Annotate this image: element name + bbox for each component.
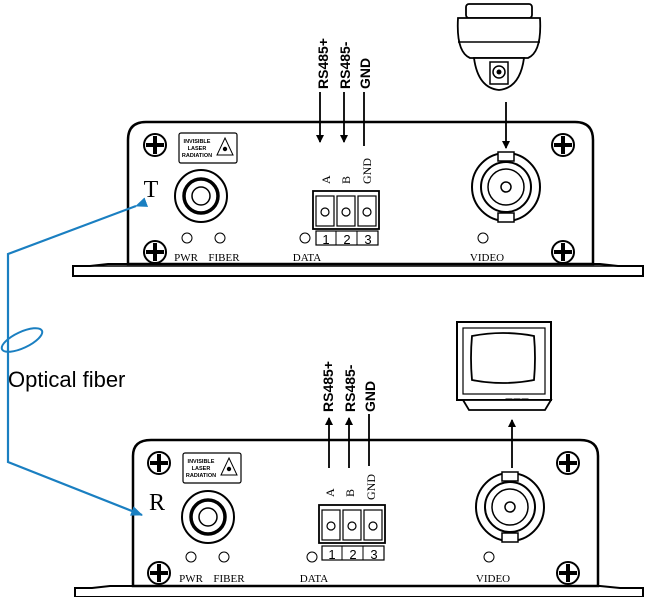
video-label: VIDEO <box>476 573 510 585</box>
transmitter-side-letter: T <box>144 177 159 203</box>
receiver-unit: INVISIBLE LASER RADIATION R PWR FIBER DA… <box>74 438 644 597</box>
warning-text: LASER <box>188 146 207 152</box>
fiber-label: FIBER <box>208 252 240 264</box>
video-label: VIDEO <box>470 252 504 264</box>
pwr-label: PWR <box>174 252 199 264</box>
terminal-number: 1 <box>322 232 329 247</box>
signal-label: GND <box>362 381 378 412</box>
terminal-number: 2 <box>343 232 350 247</box>
terminal-letter: GND <box>364 474 378 500</box>
terminal-letter: A <box>323 488 337 497</box>
terminal-number: 3 <box>364 232 371 247</box>
data-label: DATA <box>300 573 329 585</box>
warning-text: RADIATION <box>186 473 216 479</box>
optical-fiber-cable <box>0 197 149 517</box>
pwr-led <box>181 232 193 244</box>
screw-icon <box>556 451 580 475</box>
pwr-led <box>185 551 197 563</box>
pwr-label: PWR <box>179 573 204 585</box>
terminal-letter: GND <box>360 158 374 184</box>
signal-label: RS485+ <box>320 361 336 412</box>
optical-fiber-port <box>174 169 228 223</box>
receiver-signal-wires <box>325 414 370 468</box>
screw-icon <box>551 240 575 264</box>
receiver-side-letter: R <box>149 490 165 516</box>
warning-text: RADIATION <box>182 153 212 159</box>
laser-hazard-icon <box>216 136 234 156</box>
terminal-letter: B <box>339 176 353 184</box>
video-led <box>483 551 495 563</box>
terminal-number: 3 <box>370 547 377 562</box>
terminal-letter: A <box>319 175 333 184</box>
fiber-label: FIBER <box>213 573 245 585</box>
fiber-led <box>214 232 226 244</box>
screw-icon <box>147 451 171 475</box>
signal-label: RS485- <box>337 41 353 89</box>
signal-label: GND <box>357 58 373 89</box>
signal-label: RS485+ <box>315 38 331 89</box>
terminal-number: 2 <box>349 547 356 562</box>
terminal-letter: B <box>343 489 357 497</box>
warning-text: INVISIBLE <box>184 139 211 145</box>
fiber-led <box>218 551 230 563</box>
video-led <box>477 232 489 244</box>
video-bnc-port <box>471 151 541 223</box>
receiver-mounting-flange <box>74 585 644 597</box>
screw-icon <box>147 561 171 585</box>
laser-warning-label: INVISIBLE LASER RADIATION <box>182 452 242 484</box>
laser-warning-label: INVISIBLE LASER RADIATION <box>178 132 238 164</box>
screw-icon <box>556 561 580 585</box>
terminal-number: 1 <box>328 547 335 562</box>
optical-fiber-label: Optical fiber <box>8 367 125 392</box>
crt-monitor-icon <box>456 321 553 411</box>
screw-icon <box>143 133 167 157</box>
data-led <box>306 551 318 563</box>
transmitter-signal-wires <box>316 92 365 146</box>
warning-text: INVISIBLE <box>188 459 215 465</box>
rs485-terminal-block <box>318 504 386 561</box>
signal-label: RS485- <box>342 364 358 412</box>
data-led <box>299 232 311 244</box>
warning-text: LASER <box>192 466 211 472</box>
laser-hazard-icon <box>220 456 238 476</box>
screw-icon <box>551 133 575 157</box>
transmitter-unit: INVISIBLE LASER RADIATION T PWR FIBER DA… <box>72 120 644 277</box>
video-bnc-port <box>475 471 545 543</box>
screw-icon <box>143 240 167 264</box>
ptz-dome-camera-icon <box>456 3 542 91</box>
optical-fiber-port <box>181 490 235 544</box>
rs485-terminal-block <box>312 190 380 246</box>
data-label: DATA <box>293 252 322 264</box>
